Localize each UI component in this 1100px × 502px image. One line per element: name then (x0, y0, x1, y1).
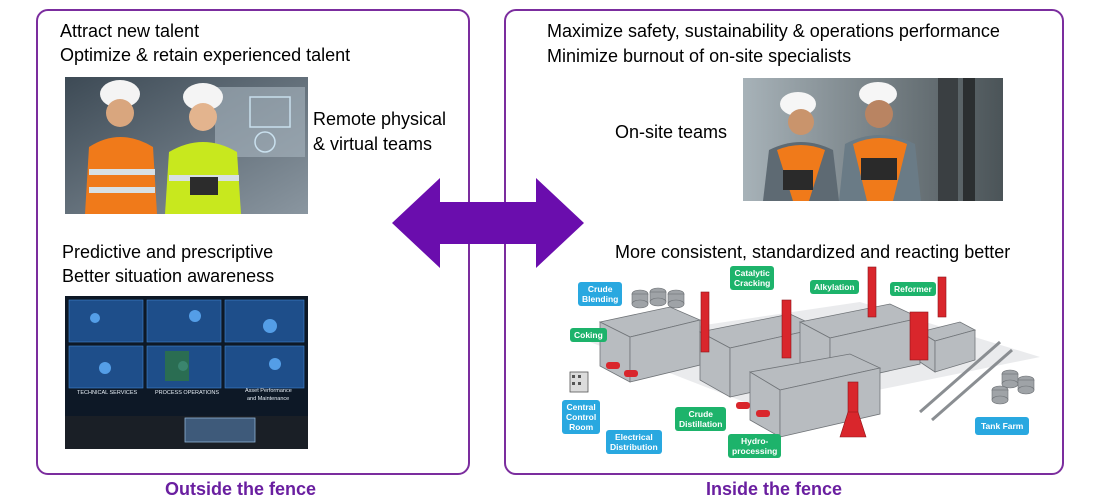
onsite-workers-photo (743, 78, 1003, 201)
remote-workers-photo (65, 77, 308, 214)
inside-headline-2: Minimize burnout of on-site specialists (547, 46, 852, 66)
tag-crude-blending-line-2: Blending (582, 294, 619, 304)
tag-crude-distillation-line-2: Distillation (679, 419, 723, 429)
tag-electrical-line-2: Distribution (610, 442, 658, 452)
tag-crude-blending-line-1: Crude (587, 284, 613, 294)
outside-headline-1: Attract new talent (60, 21, 200, 41)
tag-reformer: Reformer (890, 282, 936, 296)
tag-coking: Coking (570, 328, 607, 342)
predictive-text-1: Predictive and prescriptive (62, 242, 274, 262)
outside-headline-2: Optimize & retain experienced talent (60, 45, 351, 65)
inside-caption: Inside the fence (706, 479, 843, 499)
outside-caption: Outside the fence (165, 479, 317, 499)
tag-crude-distillation-line-1: Crude (688, 409, 713, 419)
tag-catalytic-cracking: Catalytic Cracking (730, 266, 775, 290)
tag-hydroprocessing: Hydro- processing (728, 434, 782, 458)
tag-hydro-line-1: Hydro- (740, 436, 769, 446)
tag-catalytic-cracking-line-2: Cracking (734, 278, 771, 288)
remote-teams-label-2: & virtual teams (313, 134, 433, 154)
control-room-technical-label: TECHNICAL SERVICES (77, 390, 138, 396)
refinery-illustration: Crude Blending Catalytic Cracking Alkyla… (560, 262, 1060, 467)
tag-central-control-room: Central Control Room (562, 400, 601, 434)
onsite-teams-label: On-site teams (615, 122, 728, 142)
remote-teams-label-1: Remote physical (313, 109, 447, 129)
tag-crude-distillation: Crude Distillation (675, 407, 727, 431)
tag-central-line-1: Central (566, 402, 596, 412)
tag-central-line-2: Control (566, 412, 597, 422)
control-room-asset-label-1: Asset Performance (245, 388, 292, 394)
tag-hydro-line-2: processing (732, 446, 778, 456)
tag-electrical-distribution: Electrical Distribution (606, 430, 662, 454)
control-room-process-label: PROCESS OPERATIONS (155, 390, 220, 396)
control-room-asset-label-2: and Maintenance (247, 396, 290, 402)
tag-catalytic-cracking-line-1: Catalytic (734, 268, 770, 278)
control-room-photo: TECHNICAL SERVICES PROCESS OPERATIONS As… (65, 296, 308, 449)
inside-headline-1: Maximize safety, sustainability & operat… (547, 21, 1000, 41)
double-arrow-icon (392, 178, 584, 268)
tag-central-line-3: Room (569, 422, 594, 432)
predictive-text-2: Better situation awareness (62, 266, 275, 286)
consistent-text: More consistent, standardized and reacti… (615, 242, 1011, 262)
tag-crude-blending: Crude Blending (578, 282, 623, 306)
tag-electrical-line-1: Electrical (614, 432, 653, 442)
tag-tank-farm: Tank Farm (975, 417, 1030, 435)
refinery-drawing (569, 266, 1040, 438)
tag-alkylation: Alkylation (810, 280, 859, 294)
